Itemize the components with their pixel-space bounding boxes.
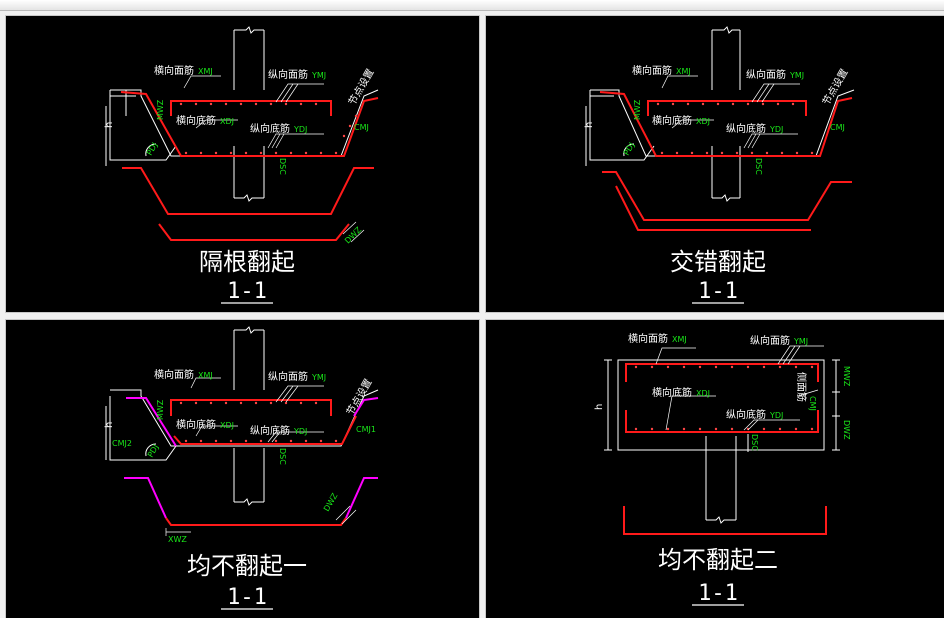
label-top-longitudinal: 纵向面筋: [268, 370, 308, 383]
label-bottom-longitudinal: 纵向底筋: [726, 408, 766, 421]
label-bottom-transverse: 横向底筋: [652, 386, 692, 399]
code-pdj: PDJ: [146, 443, 160, 459]
label-node-setting: 节点设置: [820, 67, 850, 108]
cap-outline: [105, 89, 379, 166]
label-h: h: [104, 122, 115, 128]
panel-title: 均不翻起一: [187, 552, 307, 580]
code-top-transverse: XMJ: [198, 371, 213, 380]
panel-alternate-bend-up[interactable]: 横向面筋 XMJ 纵向面筋 YMJ 横向底筋 XDJ 纵向底筋 YDJ 节点设置…: [5, 15, 480, 313]
code-bottom-longitudinal: YDJ: [293, 125, 307, 134]
drawing-staggered-bend-up: 横向面筋 XMJ 纵向面筋 YMJ 横向底筋 XDJ 纵向底筋 YDJ 节点设置…: [584, 26, 855, 304]
code-pdj: PDJ: [622, 141, 636, 157]
code-bottom-longitudinal: YDJ: [293, 427, 307, 436]
section-label: 1-1: [227, 585, 267, 610]
code-cmj2: CMJ2: [112, 439, 132, 448]
code-bottom-transverse: XDJ: [220, 117, 234, 126]
label-side-bar: 侧面筋: [795, 372, 808, 402]
label-h: h: [594, 404, 605, 410]
label-top-longitudinal: 纵向面筋: [268, 68, 308, 81]
panel-no-bend-up-1[interactable]: 横向面筋 XMJ 纵向面筋 YMJ 横向底筋 XDJ 纵向底筋 YDJ 节点设置…: [5, 319, 480, 618]
code-dwz: DWZ: [842, 420, 851, 440]
drawing-no-bend-up-2: 横向面筋 XMJ 纵向面筋 YMJ 横向底筋 XDJ 纵向底筋 YDJ 侧面筋 …: [594, 332, 851, 606]
label-top-transverse: 横向面筋: [628, 332, 668, 345]
code-dsc: DSC: [754, 158, 763, 175]
code-cmj: CMJ: [830, 123, 845, 132]
code-dsc: DSC: [750, 434, 759, 451]
code-bottom-longitudinal: YDJ: [769, 125, 783, 134]
label-top-transverse: 横向面筋: [154, 64, 194, 77]
label-node-setting: 节点设置: [344, 377, 374, 418]
code-dsc: DSC: [278, 448, 287, 465]
section-label: 1-1: [698, 581, 738, 606]
section-label: 1-1: [698, 279, 738, 304]
separate-bars: [122, 167, 374, 241]
label-top-longitudinal: 纵向面筋: [746, 68, 786, 81]
label-bottom-longitudinal: 纵向底筋: [250, 122, 290, 135]
code-mwz: MWZ: [633, 99, 642, 120]
label-bottom-transverse: 横向底筋: [176, 114, 216, 127]
code-cmj: CMJ: [354, 123, 369, 132]
magenta-side-bars: [126, 397, 379, 447]
panel-title: 隔根翻起: [199, 248, 295, 276]
code-top-transverse: XMJ: [198, 67, 213, 76]
drawing-no-bend-up-1: 横向面筋 XMJ 纵向面筋 YMJ 横向底筋 XDJ 纵向底筋 YDJ 节点设置…: [104, 326, 379, 610]
label-top-longitudinal: 纵向面筋: [750, 334, 790, 347]
label-top-transverse: 横向面筋: [632, 64, 672, 77]
label-h: h: [104, 422, 115, 428]
code-mwz: MWZ: [156, 399, 165, 420]
panel-title: 交错翻起: [670, 248, 766, 276]
window-top-bar: [0, 0, 944, 11]
label-bottom-longitudinal: 纵向底筋: [250, 424, 290, 437]
code-dwz: DWZ: [322, 491, 340, 513]
code-top-longitudinal: YMJ: [793, 337, 808, 346]
label-bottom-longitudinal: 纵向底筋: [726, 122, 766, 135]
drawing-alternate-bend-up: 横向面筋 XMJ 纵向面筋 YMJ 横向底筋 XDJ 纵向底筋 YDJ 节点设置…: [104, 26, 379, 304]
panel-staggered-bend-up[interactable]: 横向面筋 XMJ 纵向面筋 YMJ 横向底筋 XDJ 纵向底筋 YDJ 节点设置…: [485, 15, 944, 313]
label-h: h: [584, 122, 595, 128]
label-bottom-transverse: 横向底筋: [652, 114, 692, 127]
panel-no-bend-up-2[interactable]: 横向面筋 XMJ 纵向面筋 YMJ 横向底筋 XDJ 纵向底筋 YDJ 侧面筋 …: [485, 319, 944, 618]
panel-title: 均不翻起二: [658, 546, 778, 574]
code-pdj: PDJ: [145, 141, 159, 157]
label-top-transverse: 横向面筋: [154, 368, 194, 381]
code-bottom-transverse: XDJ: [696, 117, 710, 126]
top-bars: [120, 91, 379, 157]
section-label: 1-1: [227, 279, 267, 304]
code-mwz: MWZ: [156, 99, 165, 120]
column-outline: [233, 26, 265, 202]
code-bottom-longitudinal: YDJ: [769, 411, 783, 420]
code-cmj1: CMJ1: [356, 425, 376, 434]
code-top-longitudinal: YMJ: [789, 71, 804, 80]
code-cmj: CMJ: [808, 396, 817, 411]
top-bar-dots: [179, 102, 358, 155]
code-bottom-transverse: XDJ: [696, 389, 710, 398]
code-mwz: MWZ: [842, 366, 851, 387]
label-bottom-transverse: 横向底筋: [176, 418, 216, 431]
code-bottom-transverse: XDJ: [220, 421, 234, 430]
code-top-longitudinal: YMJ: [311, 373, 326, 382]
code-top-transverse: XMJ: [676, 67, 691, 76]
code-dsc: DSC: [278, 158, 287, 175]
code-top-longitudinal: YMJ: [311, 71, 326, 80]
code-top-transverse: XMJ: [672, 335, 687, 344]
code-xwz: XWZ: [168, 535, 187, 544]
